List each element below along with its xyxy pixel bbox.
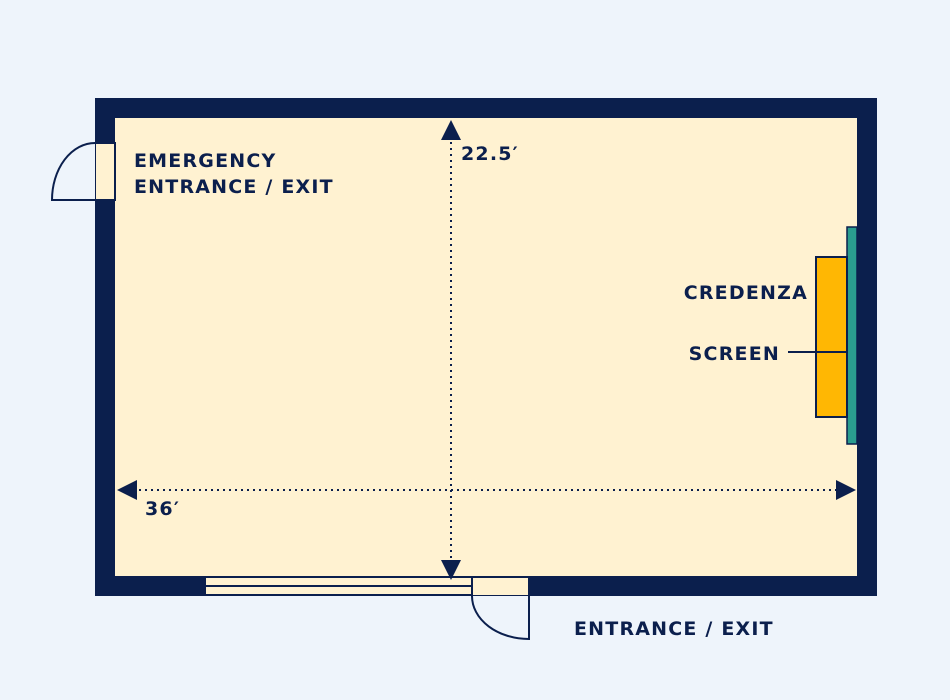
screen-label: SCREEN [689,343,780,365]
entrance-exit-label: ENTRANCE / EXIT [574,618,774,640]
height-dimension-label: 22.5′ [461,143,519,165]
credenza [815,256,848,418]
screen [846,226,858,445]
emergency-exit-label-line1: EMERGENCY [134,150,276,172]
credenza-label: CREDENZA [684,282,808,304]
width-dimension-label: 36′ [145,498,180,520]
emergency-exit-label-line2: ENTRANCE / EXIT [134,176,334,198]
emergency-door [50,142,116,201]
entrance-door [471,576,530,641]
window [206,576,472,596]
